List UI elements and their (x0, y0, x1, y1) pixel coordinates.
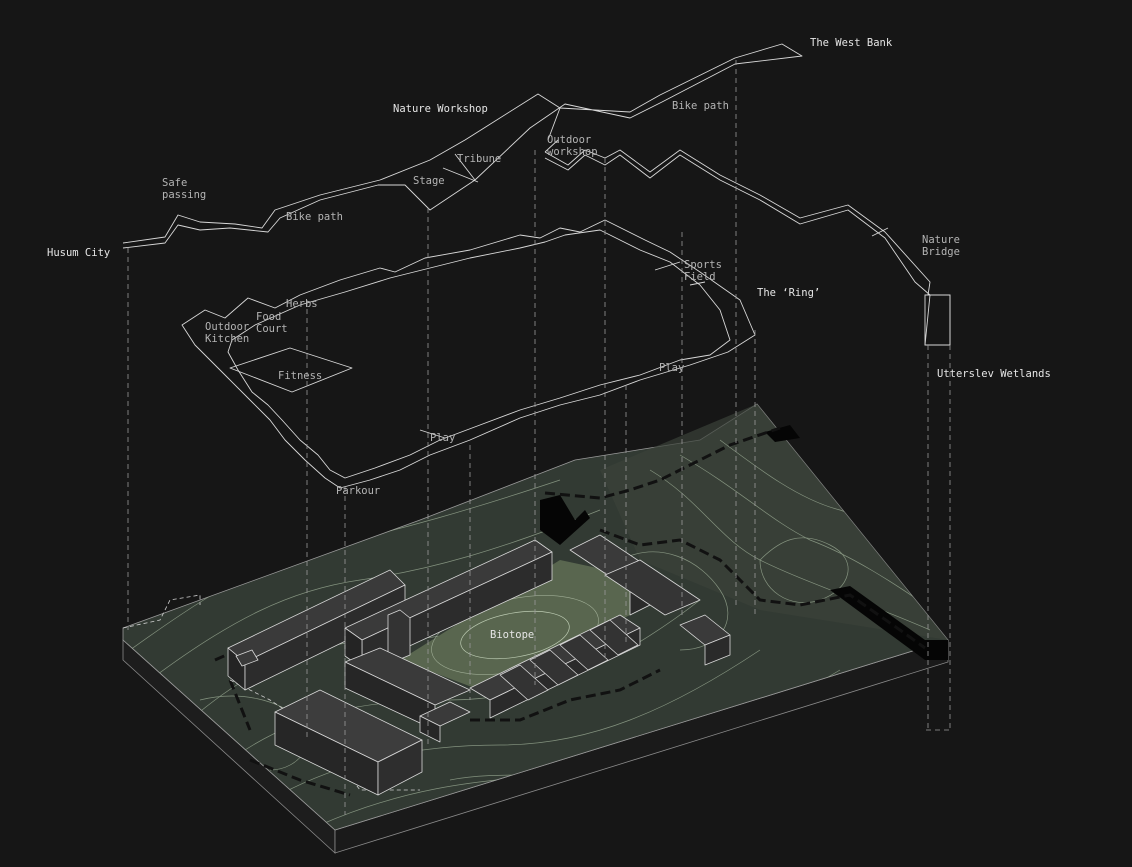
label-fitness: Fitness (278, 370, 323, 382)
label-herbs: Herbs (286, 298, 318, 310)
building-foreground-block-side (377, 739, 423, 796)
label-safe-passing: Safe passing (162, 177, 207, 201)
label-outdoor-kitchen: Outdoor Kitchen (205, 321, 250, 345)
buildings (227, 534, 731, 796)
ring-inner (227, 229, 731, 479)
label-play-right: Play (659, 362, 685, 374)
label-food-court: Food Court (256, 311, 288, 335)
label-nature-bridge: Nature Bridge (922, 234, 960, 258)
bike-path-upper (122, 43, 803, 249)
projection-lines (127, 60, 951, 815)
upper-path-layer (122, 43, 951, 346)
biotope-meadow (400, 560, 640, 690)
label-the-ring: The ‘Ring’ (757, 287, 821, 299)
ring-upper-band (544, 149, 951, 346)
nature-bridge (924, 294, 951, 346)
label-husum-city: Husum City (47, 247, 111, 259)
label-sports-field: Sports Field (684, 259, 722, 283)
stream-end (765, 425, 800, 442)
label-biotope: Biotope (490, 629, 535, 641)
label-utterslev-wetlands: Utterslev Wetlands (937, 368, 1051, 380)
pond (540, 495, 590, 545)
label-stage: Stage (413, 175, 445, 187)
label-bike-path-left: Bike path (286, 211, 343, 223)
label-parkour: Parkour (336, 485, 381, 497)
fitness-area (229, 347, 353, 393)
building-tower (387, 609, 411, 661)
label-tribune: Tribune (457, 153, 502, 165)
label-bike-path-top: Bike path (672, 100, 729, 112)
label-outdoor-workshop: Outdoor workshop (547, 134, 598, 158)
label-west-bank: The West Bank (810, 37, 893, 49)
terrain-lighter-zone (600, 404, 948, 640)
label-play-left: Play (430, 432, 456, 444)
label-nature-workshop: Nature Workshop (393, 103, 488, 115)
